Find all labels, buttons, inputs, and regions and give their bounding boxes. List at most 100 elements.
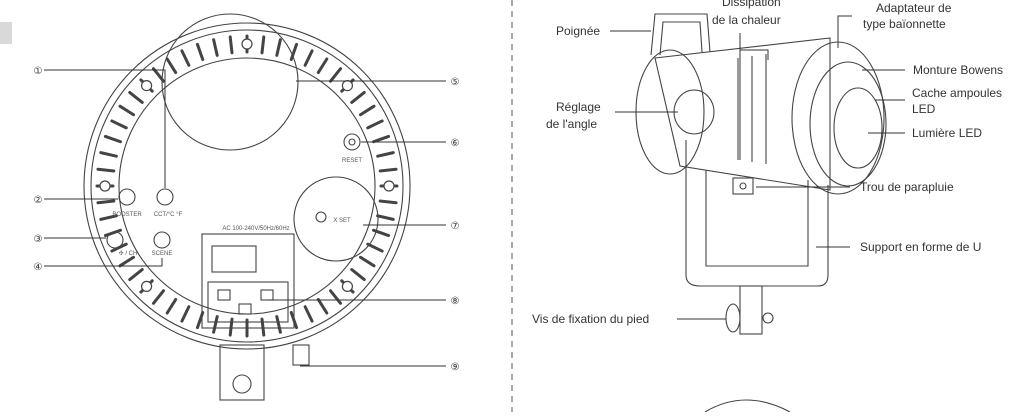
screw-head [140, 79, 153, 92]
clock-icon [348, 138, 356, 146]
vent-slot [103, 228, 123, 238]
vent-slot [118, 104, 136, 117]
vent-slot [103, 134, 123, 144]
vent-slot [371, 134, 391, 144]
vent-slot [275, 315, 282, 334]
right-callout-lines [610, 15, 905, 320]
light-rear-panel: BOOSTER CCT/°C °F ✣ / CH SCENE RESET X S… [83, 13, 411, 401]
vent-slot [180, 49, 191, 67]
ac-socket [207, 281, 289, 323]
label-bowens: Monture Bowens [913, 63, 1003, 77]
vent-slot [350, 90, 366, 104]
power-rating-text: AC 100-240V/50Hz/60Hz [222, 226, 289, 232]
callout-numbers: ① ② ③ ④ ⑤ ⑥ ⑦ ⑧ ⑨ [34, 66, 460, 373]
vent-slot [110, 119, 128, 130]
vent-slot [99, 214, 118, 221]
cct-label: CCT/°C °F [154, 212, 183, 218]
vent-slot [358, 104, 376, 117]
vent-slot [316, 297, 329, 315]
u-bracket-inner [705, 170, 809, 267]
vent-slot [128, 90, 144, 104]
page-tab [0, 22, 12, 44]
callout-3: ③ [34, 234, 43, 245]
callout-7: ⑦ [451, 221, 460, 232]
vent-slot [165, 297, 178, 315]
xset-label: X SET [333, 218, 351, 224]
bottom-mount [219, 344, 265, 401]
vent-slot [118, 255, 136, 268]
umbrella-hole-center [739, 182, 747, 190]
outer-ring [83, 22, 411, 350]
vent-slot [378, 199, 398, 205]
vent-slot [165, 57, 178, 75]
vent-slot [151, 289, 165, 305]
cct-button[interactable] [156, 188, 174, 206]
label-led-light: Lumière LED [912, 126, 982, 140]
vent-slot [358, 255, 376, 268]
vent-slot [329, 289, 343, 305]
ch-button[interactable] [106, 231, 124, 249]
booster-button[interactable] [118, 188, 136, 206]
label-bayonet-line2: type baïonnette [863, 17, 946, 31]
vent-slot [376, 214, 395, 221]
vent-slot [99, 151, 118, 158]
label-led-cover-line2: LED [912, 102, 936, 116]
label-heat-line1: Dissipation [722, 0, 781, 9]
handle-inner [659, 21, 703, 56]
left-callout-lines [44, 69, 446, 367]
light-side-view [635, 13, 887, 413]
socket-pin-earth [238, 303, 252, 315]
screw-head [383, 180, 395, 192]
ch-label: ✣ / CH [119, 250, 138, 257]
vent-slot [96, 167, 116, 173]
vent-slot [96, 199, 116, 205]
socket-pin-right [260, 289, 274, 301]
led-cover [833, 87, 883, 169]
fuse-window [211, 245, 257, 273]
vent-slot [212, 38, 219, 57]
screw-head [241, 38, 253, 50]
callout-8: ⑧ [451, 296, 460, 307]
umbrella-hole [732, 177, 754, 195]
vent-slot [376, 151, 395, 158]
handle [650, 13, 711, 56]
mount-knob[interactable] [232, 374, 252, 394]
vent-slot [110, 242, 128, 253]
label-angle-line1: Réglage [556, 100, 601, 114]
vent-slot [128, 268, 144, 282]
leader-4 [44, 258, 163, 267]
vent-slot [180, 305, 191, 323]
vent-slot [228, 35, 234, 55]
label-umbrella: Trou de parapluie [860, 180, 954, 194]
label-ubracket: Support en forme de U [860, 240, 981, 254]
scene-label: SCENE [152, 251, 173, 257]
side-port [292, 344, 310, 366]
angle-knob[interactable] [673, 89, 715, 135]
right-labels: Poignée Dissipation de la chaleur Adapta… [532, 0, 1003, 326]
foot-screw[interactable] [725, 303, 741, 333]
reset-button[interactable] [343, 133, 361, 151]
callout-6: ⑥ [451, 138, 460, 149]
bowens-mount [809, 61, 887, 187]
vent-slot [212, 315, 219, 334]
screws [99, 38, 395, 293]
xset-knob[interactable] [293, 176, 379, 262]
screw-head [99, 180, 111, 192]
callout-4: ④ [34, 262, 43, 273]
u-bracket [685, 140, 829, 287]
vent-slot [275, 38, 282, 57]
power-inlet-housing [201, 233, 295, 329]
main-display-circle [161, 13, 299, 151]
scene-button[interactable] [153, 231, 171, 249]
booster-label: BOOSTER [112, 212, 142, 218]
vent-slot [195, 42, 205, 62]
vent-slot [289, 42, 299, 62]
vent-slot [378, 167, 398, 173]
vent-slot [260, 35, 266, 55]
bottom-arc [704, 399, 791, 413]
vent-slot [329, 67, 343, 83]
label-angle-line2: de l'angle [546, 117, 597, 131]
callout-2: ② [34, 195, 43, 206]
label-bayonet-line1: Adaptateur de [876, 1, 952, 15]
